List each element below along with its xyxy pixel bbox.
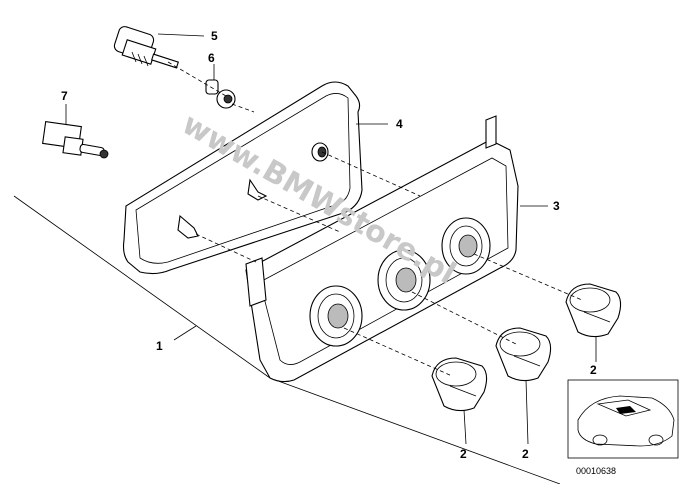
document-number: 00010638	[576, 466, 616, 476]
vehicle-location-thumbnail	[567, 379, 679, 459]
callout-2b: 2	[522, 447, 529, 461]
part-2-knob-left	[431, 357, 488, 412]
part-2-knob-right	[565, 283, 622, 338]
part-4-rear-panel	[122, 81, 363, 275]
part-6-bushing	[205, 79, 236, 109]
callout-7: 7	[61, 89, 68, 103]
part-3-front-panel	[245, 115, 519, 383]
assembly-dashed-lines	[167, 61, 583, 377]
callout-2c: 2	[590, 363, 597, 377]
callout-2a: 2	[460, 447, 467, 461]
callout-5: 5	[211, 29, 218, 43]
callout-3: 3	[553, 199, 560, 213]
part-5-actuator	[113, 26, 179, 69]
callout-4: 4	[396, 117, 403, 131]
dashboard-reference-lines	[13, 195, 561, 484]
leader-lines	[65, 33, 597, 445]
part-2-knob-middle	[495, 327, 552, 382]
callout-1: 1	[156, 339, 163, 353]
part-7-sensor	[42, 120, 109, 159]
callout-6: 6	[208, 51, 215, 65]
